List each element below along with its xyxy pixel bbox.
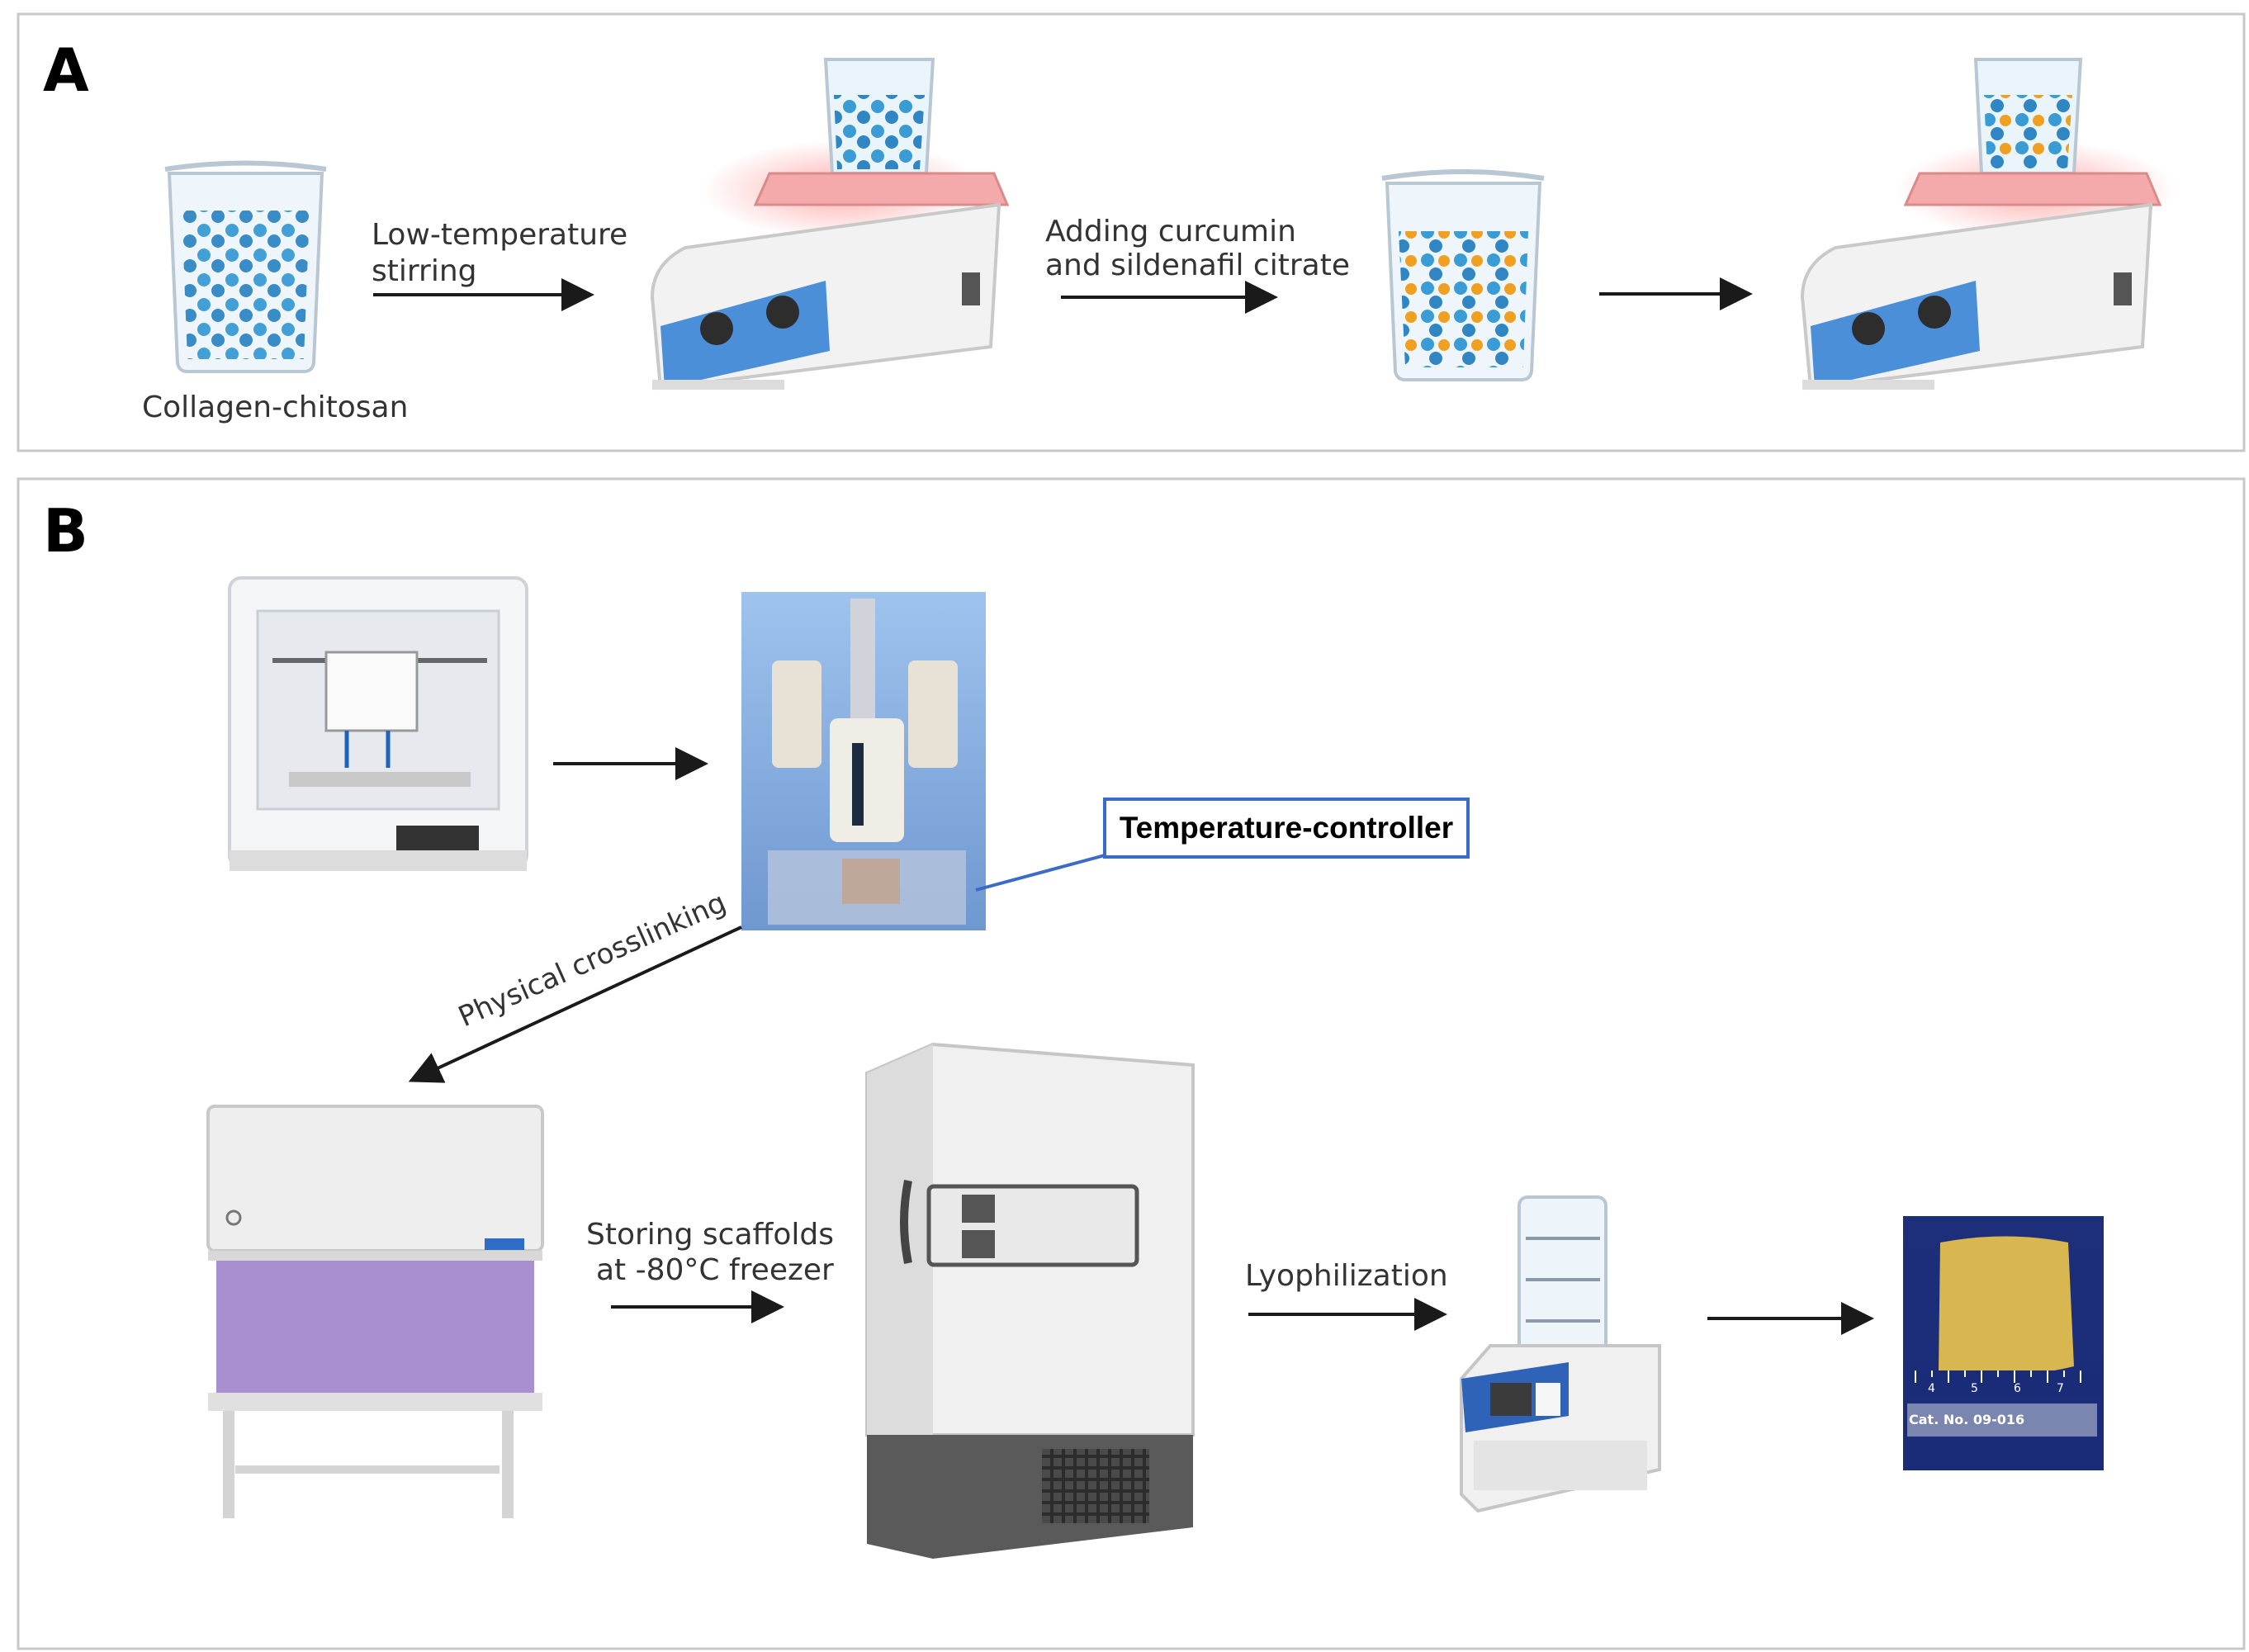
collagen-chitosan-caption: Collagen-chitosan — [142, 391, 408, 424]
ruler-catalog-text: Cat. No. 09-016 — [1909, 1412, 2024, 1427]
storing-label-line1: Storing scaffolds — [586, 1218, 834, 1252]
scaffold-photo: 4 5 6 7 Cat. No. 09-016 — [1903, 1216, 2104, 1470]
freezer-icon — [865, 1042, 1195, 1559]
hot-plate-icon — [650, 58, 1010, 391]
bioprinter-icon — [228, 576, 528, 871]
temperature-controller-label: Temperature-controller — [1120, 811, 1453, 845]
bioprinter-photo — [741, 592, 986, 930]
ruler-number: 4 — [1928, 1382, 1935, 1395]
panel-b-border — [17, 477, 2246, 1650]
biosafety-cabinet-icon — [206, 1105, 544, 1518]
arrow-crosslinking — [408, 925, 742, 1083]
lyophilization-label: Lyophilization — [1245, 1259, 1448, 1293]
beaker-icon — [164, 160, 327, 373]
callout-leader — [975, 854, 1106, 892]
step2-label-line1: Adding curcumin — [1045, 215, 1296, 249]
ruler-number: 6 — [2014, 1382, 2021, 1395]
crosslinking-label: Physical crosslinking — [453, 886, 731, 1034]
panel-a: A Collagen-chitosan Low-temperature stir… — [17, 12, 2246, 452]
panel-b: B Temperature-controller — [17, 477, 2246, 1650]
hot-plate-icon — [1800, 58, 2176, 391]
beaker-icon — [1381, 169, 1545, 381]
ruler-ticks — [1915, 1370, 2081, 1383]
panel-b-letter: B — [43, 496, 88, 566]
temperature-controller-callout — [1103, 798, 1470, 859]
freeze-dryer-icon — [1460, 1195, 1661, 1513]
step1-label-line2: stirring — [372, 254, 477, 288]
ruler-number: 5 — [1971, 1382, 1978, 1395]
step2-label-line2: and sildenafil citrate — [1045, 249, 1350, 282]
panel-a-border — [17, 12, 2246, 452]
step1-label-line1: Low-temperature — [372, 218, 627, 252]
ruler-number: 7 — [2057, 1382, 2064, 1395]
panel-a-letter: A — [43, 36, 89, 105]
storing-label-line2: at -80°C freezer — [596, 1253, 834, 1287]
